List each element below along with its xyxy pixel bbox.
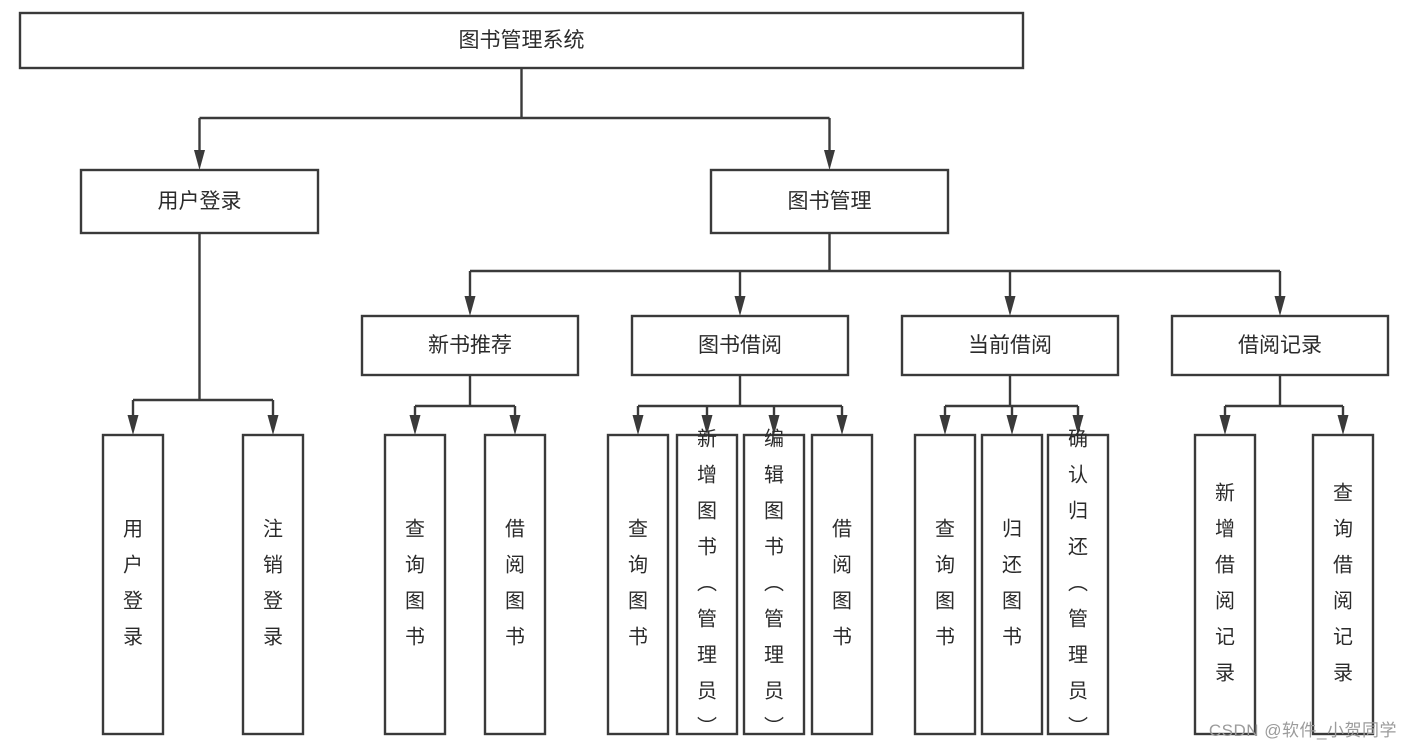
connector-l2a [409, 375, 521, 435]
node-label: 用户登录 [158, 190, 242, 213]
node-box[interactable] [18, 11, 1025, 70]
connector-l2c [939, 375, 1084, 435]
node-label: 归还图书 [1002, 518, 1022, 649]
node-root[interactable]: 图书管理系统 [18, 11, 1025, 70]
arrow-head-icon [1004, 296, 1016, 316]
arrow-head-icon [464, 296, 476, 316]
node-box[interactable] [709, 168, 950, 235]
arrow-head-icon [824, 150, 835, 170]
node-box[interactable] [810, 433, 874, 736]
node-leaf11[interactable]: 确认归还︵管理员︶ [1046, 428, 1110, 739]
arrow-head-icon [632, 415, 644, 435]
arrow-head-icon [734, 296, 746, 316]
node-label: 当前借阅 [968, 334, 1052, 357]
node-box[interactable] [980, 433, 1044, 736]
arrow-head-icon [1006, 415, 1018, 435]
arrow-head-icon [127, 415, 139, 435]
node-leaf06[interactable]: 新增图书︵管理员︶ [675, 428, 739, 739]
node-label: 借阅记录 [1238, 334, 1322, 357]
node-leaf10[interactable]: 归还图书 [980, 433, 1044, 736]
node-box[interactable] [675, 433, 739, 736]
node-leaf07[interactable]: 编辑图书︵管理员︶ [742, 428, 806, 739]
node-box[interactable] [606, 433, 670, 736]
connector-l2d [1219, 375, 1349, 435]
arrow-head-icon [409, 415, 421, 435]
node-label: 新增借阅记录 [1215, 482, 1235, 685]
node-box[interactable] [1170, 314, 1390, 377]
node-l1b[interactable]: 图书管理 [709, 168, 950, 235]
edge-layer [127, 68, 1349, 435]
arrow-head-icon [1072, 415, 1084, 435]
arrow-head-icon [768, 415, 780, 435]
node-leaf13[interactable]: 查询借阅记录 [1311, 433, 1375, 736]
node-l2b[interactable]: 图书借阅 [630, 314, 850, 377]
node-label: 借阅图书 [832, 518, 852, 649]
node-l1a[interactable]: 用户登录 [79, 168, 320, 235]
node-label: 图书管理 [788, 190, 872, 213]
node-leaf03[interactable]: 查询图书 [383, 433, 447, 736]
arrow-head-icon [509, 415, 521, 435]
node-box[interactable] [1311, 433, 1375, 736]
connector-l1b [464, 233, 1286, 316]
node-label: 查询图书 [628, 518, 648, 649]
arrow-head-icon [836, 415, 848, 435]
node-box[interactable] [101, 433, 165, 736]
node-box[interactable] [360, 314, 580, 377]
node-leaf09[interactable]: 查询图书 [913, 433, 977, 736]
node-box[interactable] [913, 433, 977, 736]
node-box[interactable] [900, 314, 1120, 377]
node-label: 编辑图书︵管理员︶ [764, 428, 784, 739]
node-box[interactable] [1193, 433, 1257, 736]
node-label: 图书借阅 [698, 334, 782, 357]
node-label: 查询借阅记录 [1333, 482, 1353, 685]
node-label: 确认归还︵管理员︶ [1068, 428, 1088, 739]
node-leaf02[interactable]: 注销登录 [241, 433, 305, 736]
node-label: 借阅图书 [505, 518, 525, 649]
connector-l2b [632, 375, 848, 435]
arrow-head-icon [267, 415, 279, 435]
node-label: 图书管理系统 [459, 29, 585, 52]
node-box[interactable] [79, 168, 320, 235]
node-l2a[interactable]: 新书推荐 [360, 314, 580, 377]
node-label: 查询图书 [405, 518, 425, 649]
node-label: 注销登录 [263, 518, 283, 649]
arrow-head-icon [939, 415, 951, 435]
connector-l1a [127, 233, 279, 435]
connector-root [194, 68, 835, 170]
node-label: 查询图书 [935, 518, 955, 649]
node-box[interactable] [241, 433, 305, 736]
arrow-head-icon [701, 415, 713, 435]
node-box[interactable] [383, 433, 447, 736]
node-label: 用户登录 [123, 519, 143, 649]
node-box[interactable] [1046, 433, 1110, 736]
node-label: 新书推荐 [428, 334, 512, 357]
arrow-head-icon [1274, 296, 1286, 316]
node-l2d[interactable]: 借阅记录 [1170, 314, 1390, 377]
node-leaf04[interactable]: 借阅图书 [483, 433, 547, 736]
node-box[interactable] [742, 433, 806, 736]
arrow-head-icon [1219, 415, 1231, 435]
arrow-head-icon [1337, 415, 1349, 435]
node-box[interactable] [483, 433, 547, 736]
node-box[interactable] [630, 314, 850, 377]
node-leaf05[interactable]: 查询图书 [606, 433, 670, 736]
node-leaf12[interactable]: 新增借阅记录 [1193, 433, 1257, 736]
arrow-head-icon [194, 150, 205, 170]
node-label: 新增图书︵管理员︶ [697, 428, 717, 739]
node-l2c[interactable]: 当前借阅 [900, 314, 1120, 377]
node-leaf08[interactable]: 借阅图书 [810, 433, 874, 736]
node-leaf01[interactable]: 用户登录 [101, 433, 165, 736]
node-layer: 图书管理系统用户登录图书管理新书推荐图书借阅当前借阅借阅记录用户登录注销登录查询… [18, 11, 1390, 739]
